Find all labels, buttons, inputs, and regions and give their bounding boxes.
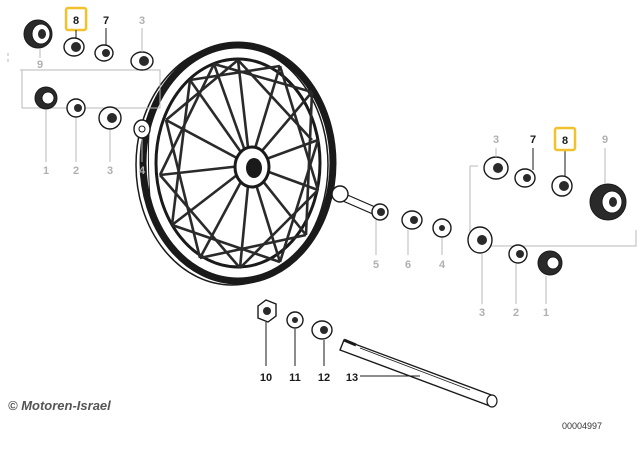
label-6-center: 6 bbox=[405, 259, 411, 271]
part-11-washer bbox=[286, 311, 304, 329]
label-4-left: 4 bbox=[139, 165, 146, 177]
part-1-bearing-seal bbox=[34, 86, 58, 110]
label-3-right-top: 3 bbox=[493, 134, 499, 146]
label-7-right-top: 7 bbox=[530, 134, 536, 146]
part-7-spacer bbox=[94, 44, 114, 62]
label-3-top-left: 3 bbox=[139, 15, 145, 27]
label-3-center: 3 bbox=[479, 307, 485, 319]
highlight-8-right-top bbox=[553, 126, 577, 152]
label-1-left: 1 bbox=[43, 165, 49, 177]
label-10: 10 bbox=[260, 372, 272, 384]
part-3-bearing-right-top bbox=[483, 156, 509, 180]
label-7-top-left: 7 bbox=[103, 15, 109, 27]
part-3-bearing bbox=[130, 51, 154, 71]
axle-row-group: 10 11 12 13 bbox=[257, 299, 498, 408]
left-row-group: 1 2 3 4 bbox=[34, 86, 151, 177]
part-13-axle bbox=[339, 338, 498, 408]
part-4-washer bbox=[133, 119, 151, 139]
part-10-nut bbox=[257, 299, 277, 323]
label-8-top-left: 8 bbox=[73, 15, 79, 27]
label-11: 11 bbox=[289, 372, 301, 384]
part-7-spacer-right bbox=[514, 168, 536, 188]
label-3-left: 3 bbox=[107, 165, 113, 177]
label-2-center: 2 bbox=[513, 307, 519, 319]
label-9-top-left: 9 bbox=[37, 59, 43, 71]
part-8-sleeve-right bbox=[551, 175, 573, 197]
label-5-center: 5 bbox=[373, 259, 379, 271]
part-3-bearing-center bbox=[467, 226, 493, 254]
label-4-center: 4 bbox=[439, 259, 446, 271]
part-9-hub-cap bbox=[23, 19, 53, 49]
diagram-part-number: 00004997 bbox=[562, 421, 603, 431]
label-9-right-top: 9 bbox=[602, 134, 608, 146]
part-5-hub-tube bbox=[331, 185, 389, 221]
label-2-left: 2 bbox=[73, 165, 79, 177]
center-row-group: 5 6 4 3 2 1 bbox=[331, 185, 563, 319]
label-13: 13 bbox=[346, 372, 358, 384]
part-4-washer-center bbox=[432, 218, 452, 238]
label-1-center: 1 bbox=[543, 307, 549, 319]
label-12: 12 bbox=[318, 372, 330, 384]
part-8-sleeve bbox=[63, 37, 85, 57]
copyright-watermark: © Motoren-Israel bbox=[8, 398, 111, 413]
wheel bbox=[135, 41, 337, 286]
top-left-group: 8 7 3 9 bbox=[7, 6, 161, 109]
part-1-seal-center bbox=[537, 250, 563, 276]
part-2-spacer bbox=[66, 98, 86, 118]
label-8-right-top: 8 bbox=[562, 135, 568, 147]
part-3-bearing-left bbox=[98, 106, 122, 130]
part-9-hub-cap-right bbox=[589, 183, 627, 221]
part-12-spacer bbox=[311, 320, 333, 340]
right-top-group: 3 7 8 9 bbox=[469, 126, 637, 247]
part-2-spacer-center bbox=[508, 244, 528, 264]
part-6-spacer bbox=[401, 210, 423, 230]
